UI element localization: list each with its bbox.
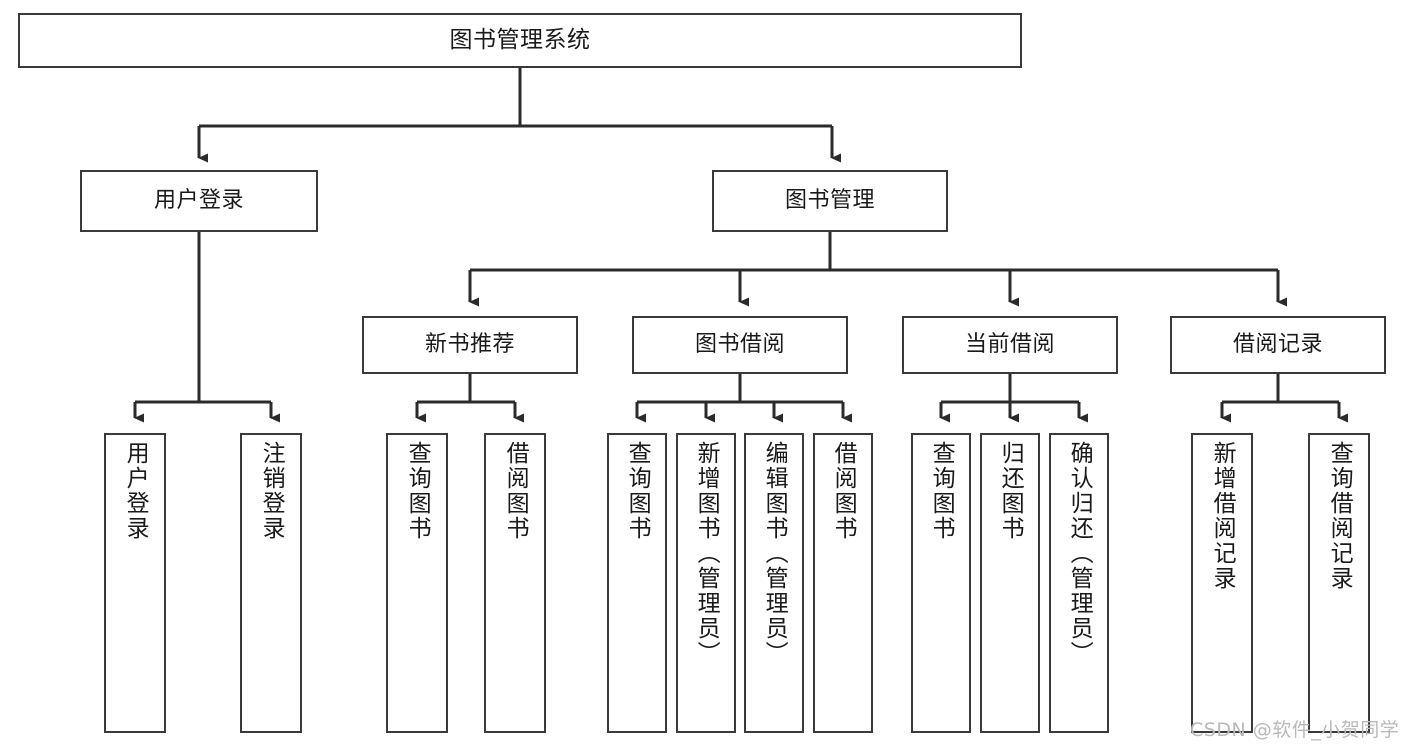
leaf-record-add-record-label: 新增借阅记录 bbox=[1209, 441, 1236, 591]
node-user-login[interactable]: 用户登录 bbox=[80, 170, 318, 232]
csdn-watermark: CSDN @软件_小贺同学 bbox=[1190, 719, 1400, 741]
leaf-current-return-book-label: 归还图书 bbox=[997, 441, 1024, 541]
leaf-user-login-signin[interactable]: 用户登录 bbox=[104, 433, 166, 733]
leaf-record-query-record[interactable]: 查询借阅记录 bbox=[1308, 433, 1370, 733]
leaf-borrow-borrow-book[interactable]: 借阅图书 bbox=[813, 433, 873, 733]
leaf-borrow-add-book[interactable]: 新增图书（管理员） bbox=[676, 433, 736, 733]
leaf-user-login-signout-label: 注销登录 bbox=[258, 441, 285, 541]
node-new-book-recommend[interactable]: 新书推荐 bbox=[362, 316, 578, 374]
node-book-management-label: 图书管理 bbox=[784, 188, 875, 214]
leaf-borrow-borrow-book-label: 借阅图书 bbox=[830, 441, 857, 541]
leaf-recommend-query-book-label: 查询图书 bbox=[404, 441, 431, 541]
node-borrow-record-label: 借阅记录 bbox=[1232, 332, 1323, 358]
node-user-login-label: 用户登录 bbox=[153, 188, 244, 214]
node-root[interactable]: 图书管理系统 bbox=[18, 13, 1022, 68]
leaf-user-login-signin-label: 用户登录 bbox=[122, 441, 149, 541]
node-borrow-record[interactable]: 借阅记录 bbox=[1170, 316, 1386, 374]
leaf-current-confirm-return[interactable]: 确认归还（管理员） bbox=[1049, 433, 1109, 733]
leaf-borrow-edit-book-label: 编辑图书（管理员） bbox=[761, 441, 788, 666]
leaf-borrow-add-book-label: 新增图书（管理员） bbox=[693, 441, 720, 666]
leaf-recommend-borrow-book[interactable]: 借阅图书 bbox=[484, 433, 546, 733]
leaf-current-query-book-label: 查询图书 bbox=[928, 441, 955, 541]
leaf-borrow-edit-book[interactable]: 编辑图书（管理员） bbox=[744, 433, 804, 733]
leaf-borrow-query-book[interactable]: 查询图书 bbox=[607, 433, 667, 733]
node-current-borrow[interactable]: 当前借阅 bbox=[902, 316, 1118, 374]
leaf-record-add-record[interactable]: 新增借阅记录 bbox=[1191, 433, 1253, 733]
leaf-recommend-borrow-book-label: 借阅图书 bbox=[502, 441, 529, 541]
node-new-book-recommend-label: 新书推荐 bbox=[424, 332, 515, 358]
leaf-current-query-book[interactable]: 查询图书 bbox=[911, 433, 971, 733]
node-book-borrow-label: 图书借阅 bbox=[694, 332, 785, 358]
node-current-borrow-label: 当前借阅 bbox=[964, 332, 1055, 358]
node-book-management[interactable]: 图书管理 bbox=[712, 170, 948, 232]
leaf-current-confirm-return-label: 确认归还（管理员） bbox=[1066, 441, 1093, 666]
leaf-borrow-query-book-label: 查询图书 bbox=[624, 441, 651, 541]
node-root-label: 图书管理系统 bbox=[449, 26, 591, 53]
node-book-borrow[interactable]: 图书借阅 bbox=[632, 316, 848, 374]
leaf-current-return-book[interactable]: 归还图书 bbox=[980, 433, 1040, 733]
leaf-user-login-signout[interactable]: 注销登录 bbox=[240, 433, 302, 733]
leaf-recommend-query-book[interactable]: 查询图书 bbox=[386, 433, 448, 733]
leaf-record-query-record-label: 查询借阅记录 bbox=[1326, 441, 1353, 591]
